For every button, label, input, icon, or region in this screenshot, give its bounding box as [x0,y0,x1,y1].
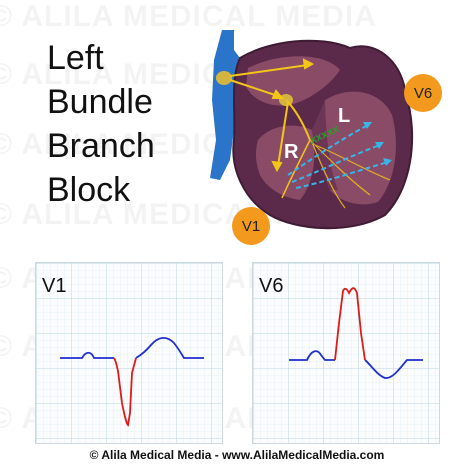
copyright-footer: © Alila Medical Media - www.AlilaMedical… [89,448,385,462]
lead-v6-badge: V6 [404,74,442,112]
left-ventricle [322,91,396,205]
right-ventricle-label: R [284,141,299,163]
title-line: Left [47,39,104,77]
title-line: Branch [47,127,155,165]
right-ventricle [255,125,315,200]
title-line: Bundle [47,83,153,121]
blue-arrowheads [363,122,392,166]
panel-v1-label: V1 [42,275,67,297]
ecg-grid-v6 [253,263,439,443]
impulse-arrows-yellow [229,58,315,173]
ecg-trace-v6-normal [289,350,423,379]
purkinje-fibers [309,139,391,209]
ecg-trace-v6-prolonged [334,287,366,361]
watermark-text: © ALILA MEDICAL MEDIA [0,0,377,34]
ecg-panel-v1: V1 [35,262,223,444]
ecg-trace-v1-normal [60,337,204,359]
lead-v1-badge: V1 [232,207,270,245]
ecg-trace-v1-prolonged [113,357,137,427]
impulse-arrows-blue [287,124,389,189]
title-line: Block [47,171,131,209]
ecg-grid-v1 [36,263,222,443]
vena-cava [210,30,240,180]
sa-node [216,71,232,85]
septum [312,100,338,190]
ecg-panel-v6: V6 [252,262,440,444]
left-ventricle-label: L [338,105,350,127]
panel-v6-label: V6 [259,275,284,297]
heart-illustration: xxxxx L R [210,30,414,230]
